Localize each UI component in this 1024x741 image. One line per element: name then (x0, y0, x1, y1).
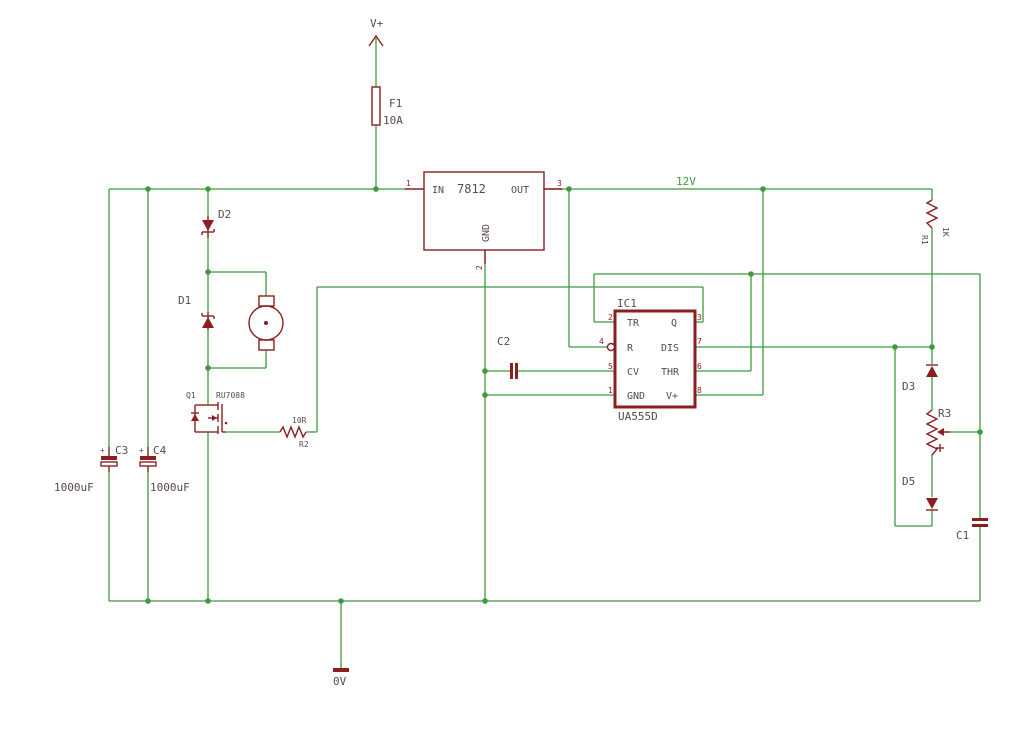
c3-value: 1000uF (54, 481, 94, 494)
pin-cv-number: 5 (608, 362, 613, 371)
svg-text:+: + (100, 446, 105, 455)
junction-dot (892, 344, 898, 350)
regulator-pin1: 1 (406, 179, 411, 188)
pin-r-number: 4 (599, 337, 604, 346)
resistor-r2: 10R R2 (279, 416, 309, 449)
junction-dot (338, 598, 344, 604)
mosfet-q1: Q1 RU7088 (186, 391, 245, 434)
d3-name: D3 (902, 380, 915, 393)
diode-d2: D2 (201, 208, 231, 238)
r2-name: R2 (299, 440, 309, 449)
c1-name: C1 (956, 529, 969, 542)
junction-dot (760, 186, 766, 192)
svg-text:+: + (139, 446, 144, 455)
regulator-7812: IN 7812 OUT GND 1 3 2 (405, 171, 562, 270)
c4-name: C4 (153, 444, 167, 457)
pin-dis-number: 7 (697, 337, 702, 346)
regulator-model: 7812 (457, 182, 486, 196)
ground-symbol: 0V (333, 668, 349, 688)
pin-thr-label: THR (661, 367, 680, 378)
c2-name: C2 (497, 335, 510, 348)
junction-dot (566, 186, 572, 192)
junction-dot (205, 186, 211, 192)
junction-dot (748, 271, 754, 277)
pin-cv-label: CV (627, 367, 639, 378)
capacitor-c1: C1 (956, 518, 988, 542)
r1-name: R1 (920, 235, 929, 245)
r1-value: 1K (941, 227, 950, 237)
q1-model: RU7088 (216, 391, 245, 400)
pin-gnd-number: 1 (608, 386, 613, 395)
junction-dot (482, 598, 488, 604)
regulator-gnd-label: GND (481, 224, 492, 242)
motor-icon (248, 295, 284, 351)
junction-dot (145, 186, 151, 192)
diode-d1: D1 (178, 294, 215, 330)
d1-name: D1 (178, 294, 191, 307)
pin-vplus-number: 8 (697, 386, 702, 395)
capacitor-c2: C2 (497, 335, 518, 379)
diode-d3: D3 (902, 364, 938, 393)
d5-name: D5 (902, 475, 915, 488)
ic1-model: UA555D (618, 410, 658, 423)
pin-tr-label: TR (627, 318, 640, 329)
junction-dot (205, 269, 211, 275)
junction-dot (482, 392, 488, 398)
regulator-pin2: 2 (475, 265, 484, 270)
junction-dot (929, 344, 935, 350)
q1-name: Q1 (186, 391, 196, 400)
c3-name: C3 (115, 444, 128, 457)
pin-tr-number: 2 (608, 313, 613, 322)
c4-value: 1000uF (150, 481, 190, 494)
ic1-ref: IC1 (617, 297, 637, 310)
wires (108, 38, 981, 670)
fuse-f1: F1 10A (371, 86, 403, 127)
vplus-label: V+ (370, 17, 384, 30)
junction-dot (205, 598, 211, 604)
potentiometer-r3: R3 (925, 407, 951, 456)
timer-ic1: IC1 UA555D TR Q R DIS CV THR GND V+ 2 3 … (599, 297, 702, 423)
junction-dot (977, 429, 983, 435)
pin-q-label: Q (671, 318, 677, 329)
fuse-value: 10A (383, 114, 403, 127)
junction-dot (373, 186, 379, 192)
vplus-supply-symbol: V+ (368, 17, 384, 47)
pin-thr-number: 6 (697, 362, 702, 371)
resistor-r1: R1 1K (920, 199, 950, 245)
diode-d5: D5 (902, 475, 938, 511)
d2-name: D2 (218, 208, 231, 221)
regulator-pin3: 3 (557, 179, 562, 188)
fuse-name: F1 (389, 97, 402, 110)
net-12v-label: 12V (676, 175, 696, 188)
pin-vplus-label: V+ (666, 391, 678, 402)
r3-name: R3 (938, 407, 951, 420)
pin-dis-label: DIS (661, 343, 679, 354)
r2-value: 10R (292, 416, 307, 425)
pin-r-label: R (627, 343, 634, 354)
regulator-in-label: IN (432, 185, 444, 196)
junction-dot (145, 598, 151, 604)
junctions (145, 186, 983, 604)
capacitor-c4: + C4 1000uF (139, 444, 190, 494)
ground-label: 0V (333, 675, 347, 688)
pin-q-number: 3 (697, 313, 702, 322)
pin-gnd-label: GND (627, 391, 645, 402)
junction-dot (205, 365, 211, 371)
capacitor-c3: + C3 1000uF (54, 444, 128, 494)
junction-dot (482, 368, 488, 374)
regulator-out-label: OUT (511, 185, 529, 196)
